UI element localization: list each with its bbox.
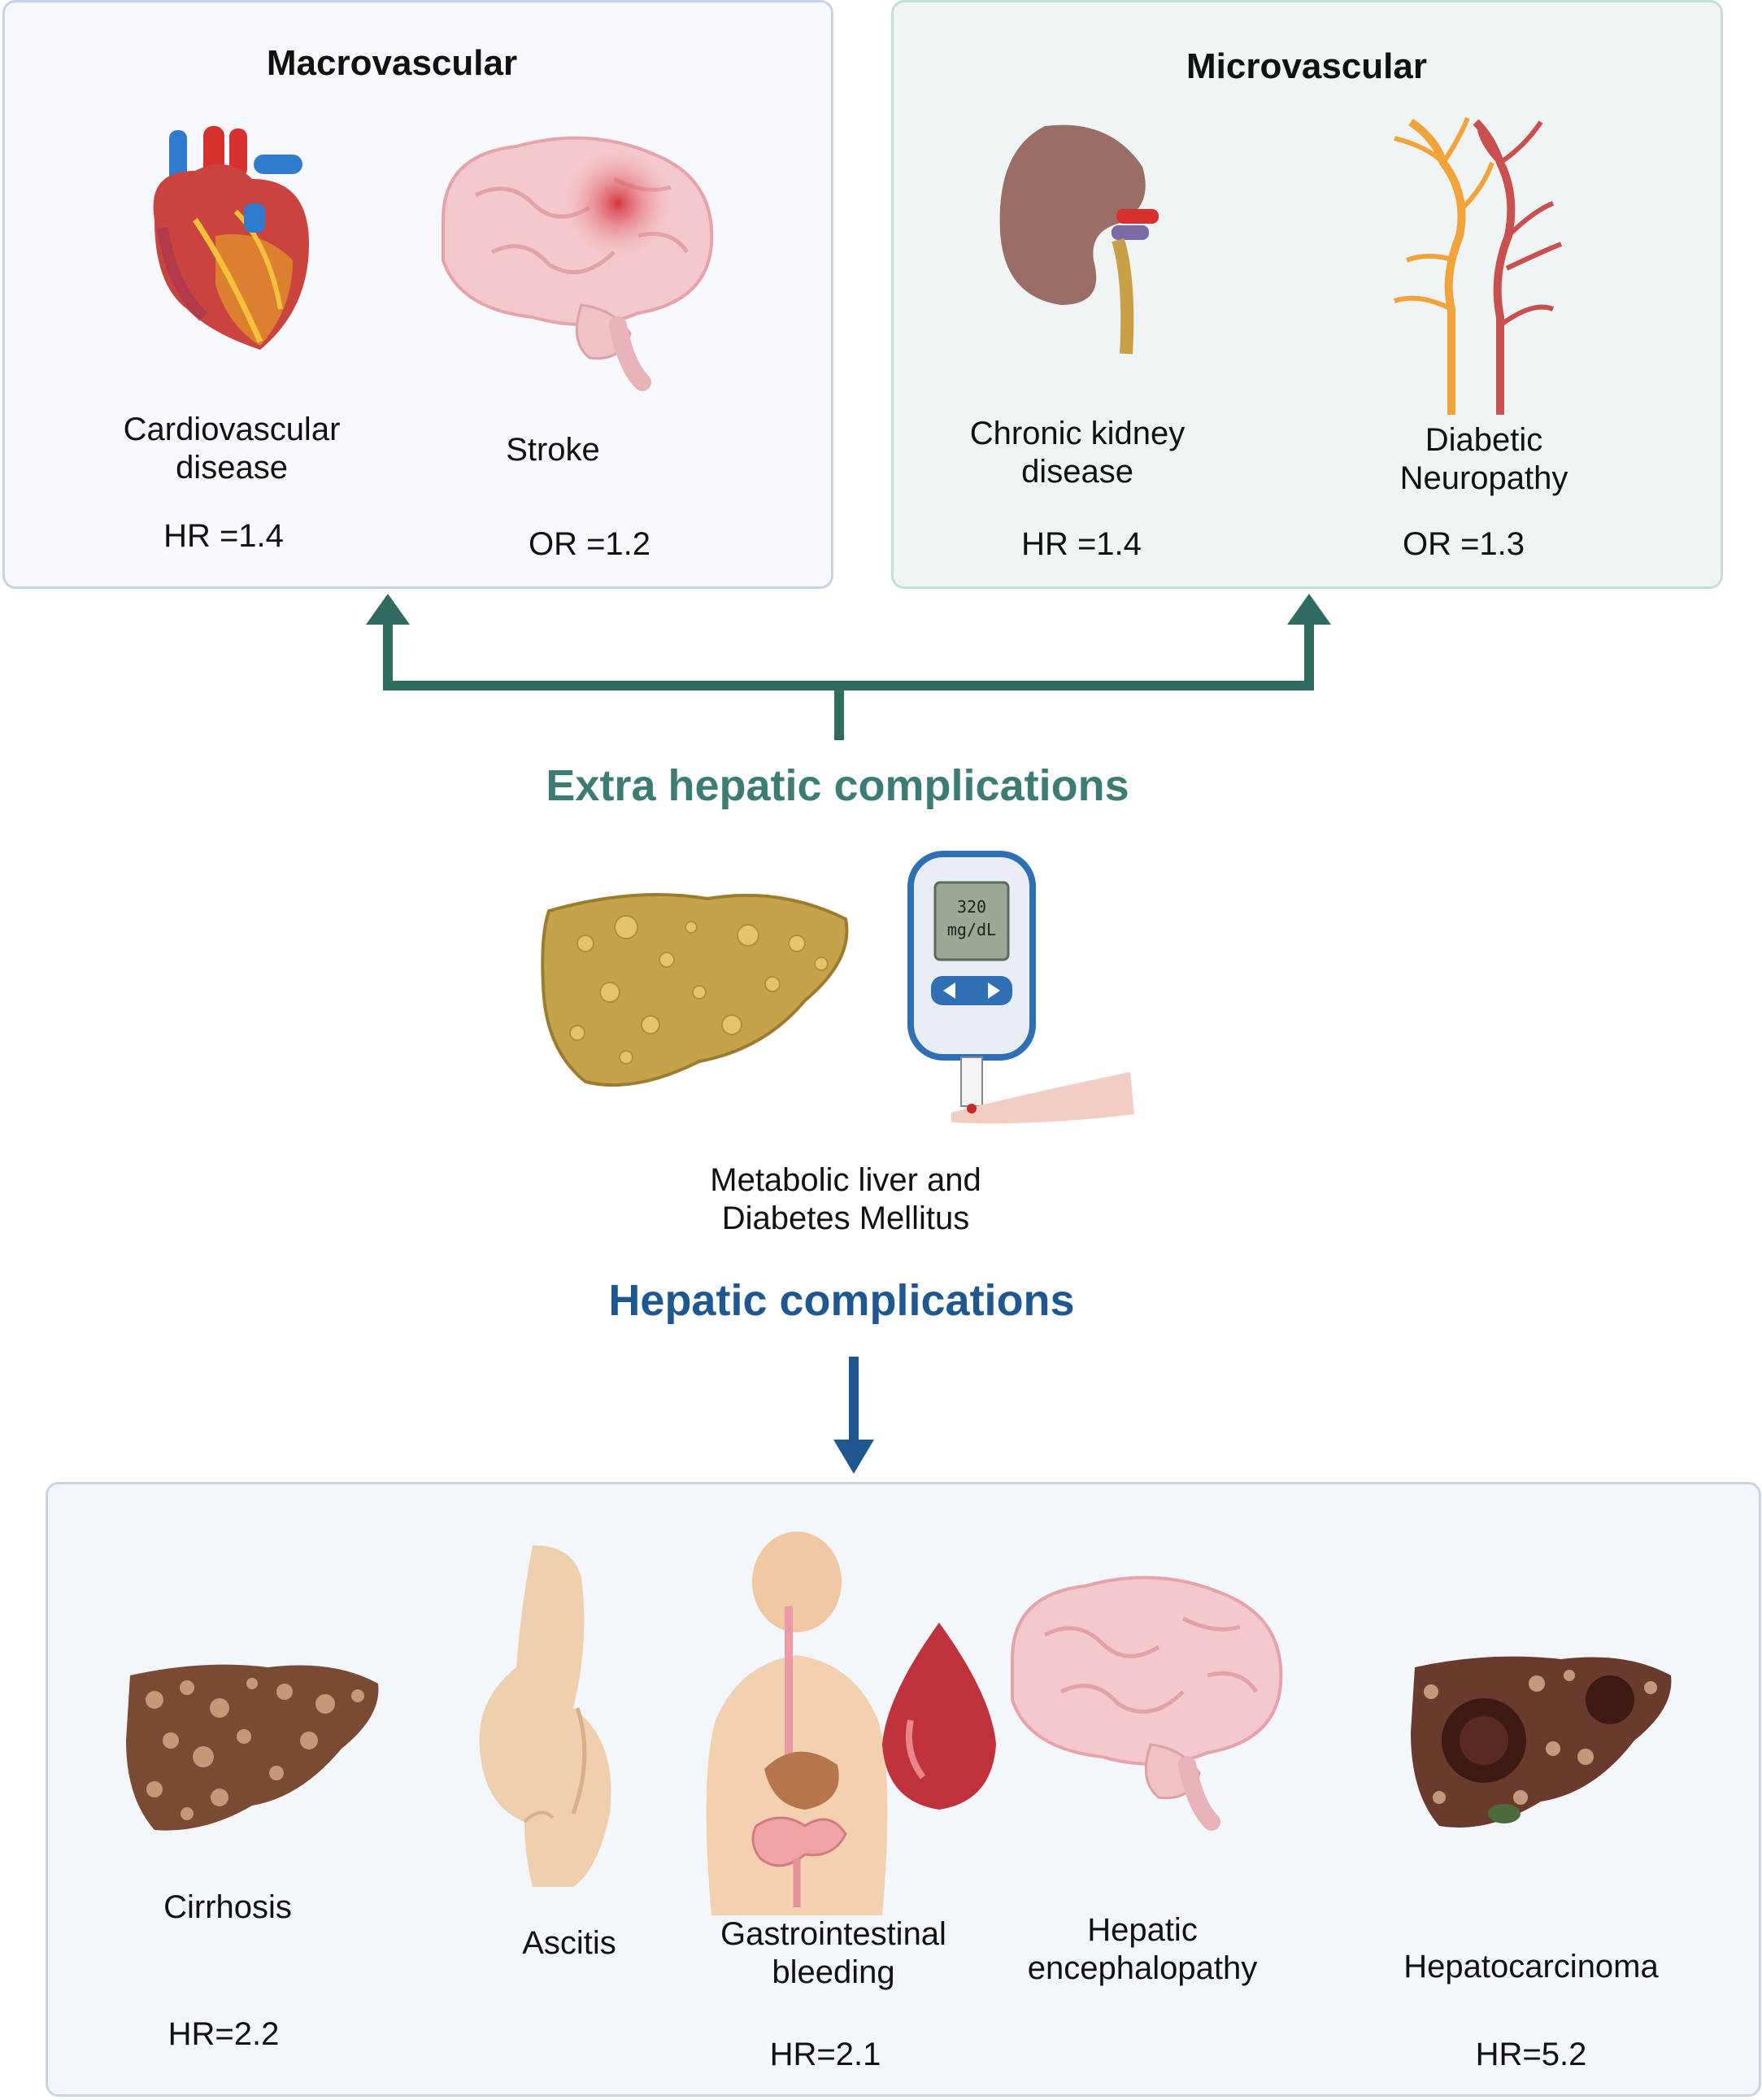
fatty-liver-icon [541, 893, 849, 1087]
label-line: encephalopathy [1027, 1950, 1258, 1987]
liver-tumor-icon [1411, 1656, 1672, 1828]
stroke-stat: OR =1.2 [528, 526, 651, 562]
kidney-label: Chronic kidney disease [931, 415, 1224, 491]
extra-hepatic-arrow [366, 594, 1331, 740]
macrovascular-heading: Macrovascular [266, 43, 518, 83]
cirrhosis-stat: HR=2.2 [167, 2016, 280, 2052]
microvascular-heading: Microvascular [1186, 46, 1427, 86]
hepatocarcinoma-stat: HR=5.2 [1475, 2037, 1587, 2072]
glucometer-reading-unit: mg/dL [947, 920, 996, 939]
encephalopathy-label: Hepatic encephalopathy [996, 1911, 1289, 1988]
ascites-body-icon [479, 1545, 611, 1887]
cirrhotic-liver-icon [126, 1664, 379, 1831]
brain-stroke-icon [442, 136, 714, 391]
label-line: Hepatocarcinoma [1403, 1949, 1659, 1985]
glucometer-reading-value: 320 [957, 897, 986, 917]
kidney-stat: HR =1.4 [1021, 526, 1142, 562]
gi-bleeding-stat: HR=2.1 [769, 2037, 881, 2072]
nerve-icon [1394, 116, 1563, 415]
hepatic-arrow [833, 1357, 874, 1474]
glucometer-icon: 320 mg/dL [907, 851, 1134, 1124]
label-line: Gastrointestinal [720, 1916, 946, 1952]
label-line: Hepatic [1087, 1912, 1198, 1948]
kidney-icon [999, 124, 1159, 355]
label-line: Cardiovascular [123, 412, 341, 447]
label-line: Stroke [506, 432, 600, 468]
heart-icon [153, 126, 309, 350]
gi-tract-blood-drop-icon [706, 1531, 996, 1915]
neuropathy-stat: OR =1.3 [1402, 526, 1525, 562]
gi-bleeding-label: Gastrointestinal bleeding [683, 1915, 984, 1992]
label-line: disease [176, 450, 288, 486]
label-line: Neuropathy [1399, 460, 1568, 497]
label-line: Chronic kidney [969, 416, 1186, 451]
label-line: Diabetes Mellitus [721, 1200, 970, 1237]
cirrhosis-label: Cirrhosis [106, 1889, 350, 1927]
microvascular-panel [891, 0, 1723, 589]
cardiovascular-stat: HR =1.4 [163, 518, 284, 554]
cardiovascular-label: Cardiovascular disease [77, 411, 386, 487]
label-line: bleeding [772, 1954, 895, 1991]
label-line: disease [1021, 454, 1133, 490]
neuropathy-label: Diabetic Neuropathy [1354, 421, 1614, 498]
label-line: Cirrhosis [163, 1889, 292, 1925]
center-label: Metabolic liver and Diabetes Mellitus [642, 1161, 1049, 1238]
ascites-label: Ascitis [447, 1924, 691, 1963]
extra-hepatic-title: Extra hepatic complications [546, 761, 1129, 810]
label-line: Metabolic liver and [710, 1162, 981, 1198]
hepatic-title: Hepatic complications [608, 1276, 1075, 1325]
stroke-label: Stroke [431, 431, 675, 469]
brain-icon [1011, 1575, 1283, 1831]
label-line: Ascitis [522, 1925, 616, 1961]
label-line: Diabetic [1425, 422, 1543, 458]
macrovascular-panel [2, 0, 833, 589]
hepatocarcinoma-label: Hepatocarcinoma [1368, 1948, 1694, 1986]
